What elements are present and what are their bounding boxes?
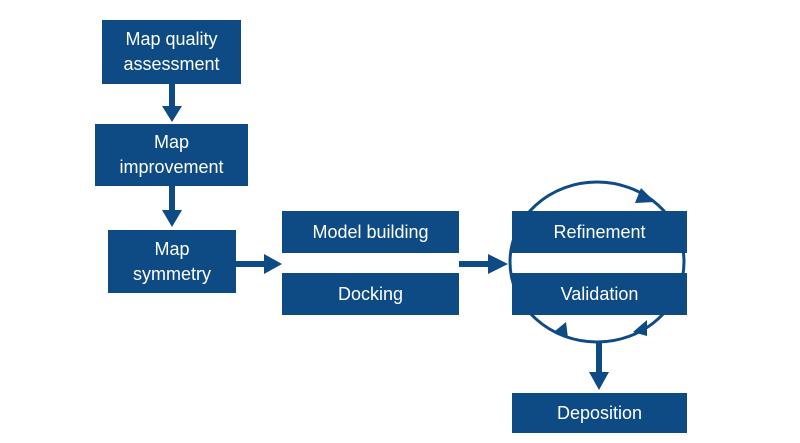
step-docking: Docking <box>282 273 459 315</box>
arrow-improvement-to-symmetry <box>162 186 182 227</box>
arrow-quality-to-improvement <box>162 84 182 122</box>
step-map-quality-assessment: Map quality assessment <box>102 20 241 84</box>
arrow-modeling-to-refinement <box>459 254 508 274</box>
step-map-symmetry: Map symmetry <box>108 230 236 293</box>
refinement-validation-cycle <box>508 180 686 344</box>
arrow-symmetry-to-modeling <box>236 254 282 274</box>
step-validation: Validation <box>512 273 687 315</box>
step-model-building: Model building <box>282 211 459 253</box>
step-deposition: Deposition <box>512 393 687 433</box>
step-refinement: Refinement <box>512 211 687 253</box>
arrow-validation-to-deposition <box>589 343 609 390</box>
step-map-improvement: Map improvement <box>95 124 248 186</box>
